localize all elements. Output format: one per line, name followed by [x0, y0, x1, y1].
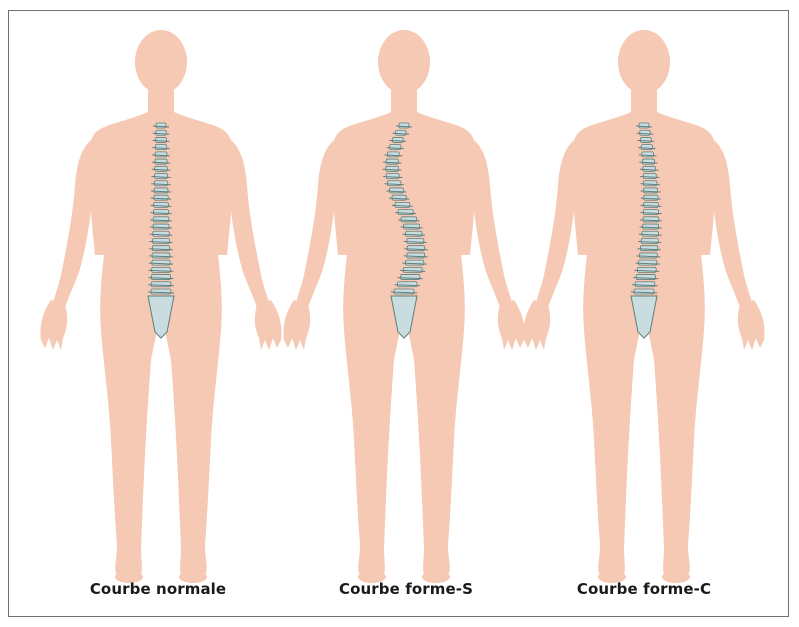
vertebra	[392, 195, 406, 200]
vertebra	[643, 166, 656, 171]
vertebra	[399, 123, 409, 128]
vertebra	[640, 130, 650, 135]
vertebra	[396, 130, 406, 135]
body-figure-normal	[40, 30, 281, 583]
vertebra	[154, 202, 169, 207]
vertebra	[640, 137, 651, 142]
vertebra	[642, 152, 654, 157]
vertebra	[644, 202, 659, 207]
body-figure-c-curve	[523, 30, 764, 583]
vertebra	[155, 145, 166, 150]
vertebra	[154, 174, 167, 179]
vertebra	[386, 174, 399, 179]
vertebra	[155, 166, 168, 171]
caption-normal-curve: Courbe normale	[48, 580, 268, 598]
vertebra	[643, 174, 656, 179]
vertebra	[644, 188, 658, 193]
vertebra	[155, 152, 167, 157]
vertebra	[386, 166, 399, 171]
vertebra	[154, 181, 167, 186]
vertebra	[392, 137, 403, 142]
vertebra	[643, 181, 656, 186]
vertebra	[641, 145, 652, 150]
caption-s-curve: Courbe forme-S	[296, 580, 516, 598]
body-figure-s-curve	[283, 30, 524, 583]
vertebra	[389, 188, 403, 193]
vertebra	[642, 159, 654, 164]
vertebra	[386, 159, 398, 164]
vertebra	[156, 137, 167, 142]
vertebra	[156, 123, 166, 128]
vertebra	[156, 130, 166, 135]
vertebra	[390, 145, 401, 150]
vertebra	[155, 159, 167, 164]
vertebra	[644, 195, 658, 200]
vertebra	[639, 123, 649, 128]
vertebra	[154, 188, 168, 193]
vertebra	[154, 195, 168, 200]
vertebra	[387, 152, 399, 157]
caption-c-curve: Courbe forme-C	[534, 580, 754, 598]
vertebra	[395, 202, 410, 207]
vertebra	[387, 181, 400, 186]
